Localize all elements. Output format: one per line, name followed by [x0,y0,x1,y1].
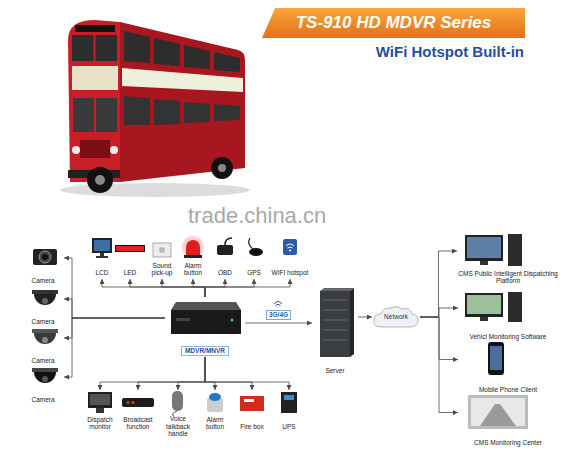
node-caption: Network [384,313,408,321]
connector [205,279,225,297]
device-node: Camera [22,247,64,287]
subtitle: WiFi Hotspot Built-in [376,43,524,60]
node-caption: Broadcast function [117,416,159,431]
connector [178,357,205,390]
node-caption: Camera [31,318,54,326]
device-node: MDVR/MNVR [165,297,245,357]
device-node: OBD [211,236,239,279]
device-node: CMS Monitoring Center [458,394,558,449]
mdvr-icon [171,302,241,334]
device-node: Server [312,287,358,377]
node-caption: Vehicl Monitoring Software [470,333,547,341]
connector [162,279,205,297]
node-caption: Sound pick-up [147,262,177,277]
cloud-node: Network [372,306,420,328]
node-caption: MDVR/MNVR [181,346,229,356]
device-node: Alarm button [177,236,209,279]
device-node: WIFI hotspot [270,236,310,279]
device-node: Fire box [236,390,268,433]
device-node: Camera [22,366,64,406]
connector [420,251,457,317]
node-caption: Camera [31,357,54,365]
cloud-shape [374,307,418,327]
banner-title: TS-910 HD MDVR Series [262,8,525,38]
peripheral-icons [92,236,297,258]
device-node: LED [114,236,146,279]
connector [358,317,372,318]
connector [420,317,458,413]
node-caption: LED [124,269,137,277]
device-node: Vehicl Monitoring Software [458,291,558,343]
device-node: CMS Public Intelligent Dispatching Platf… [457,233,559,287]
bottom-device-icons [88,391,297,416]
signal-icon [274,302,282,306]
edge-label: 3G/4G [266,310,291,320]
node-caption: Alarm button [177,262,209,277]
node-caption: Camera [31,396,54,404]
device-node: Mobile Phone Client [458,341,558,396]
node-caption: Mobile Phone Client [479,386,537,394]
device-node: Camera [22,288,64,328]
node-caption: Dispatch monitor [83,416,117,431]
device-node: GPS [240,236,268,279]
connector [102,279,205,297]
device-node: Sound pick-up [147,236,177,279]
device-node: LCD [85,236,119,279]
connector [245,323,312,324]
connector [205,357,252,390]
node-caption: CMS Public Intelligent Dispatching Platf… [457,270,559,285]
title-banner: TS-910 HD MDVR Series [262,8,525,38]
connector [420,308,458,317]
node-caption: GPS [247,269,261,277]
watermark: trade.china.cn [188,203,326,229]
connector [205,357,289,390]
connector [130,279,205,297]
connector [64,318,165,338]
server-icon [320,288,354,357]
device-node: Voice talkback handle [159,390,197,440]
connector [100,357,205,390]
node-caption: Alarm button [199,416,231,431]
connector [205,357,215,390]
connector [64,299,165,318]
node-caption: CMS Monitoring Center [474,439,542,447]
device-node: Broadcast function [117,390,159,433]
bus-illustration [60,20,250,197]
node-caption: WIFI hotspot [272,269,309,277]
device-node: Dispatch monitor [83,390,117,433]
connector [205,279,254,297]
device-node: Alarm button [199,390,231,433]
connector [64,258,165,318]
node-caption: UPS [282,423,295,431]
node-caption: Server [325,367,344,375]
node-caption: OBD [218,269,232,277]
device-node: Camera [22,327,64,367]
connector [64,318,165,377]
connector [205,279,290,297]
connector [193,279,205,297]
camera-icons [32,249,58,383]
node-caption: Camera [31,277,54,285]
device-node: UPS [274,390,304,433]
node-caption: LCD [95,269,108,277]
node-caption: Fire box [240,423,263,431]
client-icons [465,234,528,429]
node-caption: Voice talkback handle [159,415,197,438]
connector [138,357,205,390]
